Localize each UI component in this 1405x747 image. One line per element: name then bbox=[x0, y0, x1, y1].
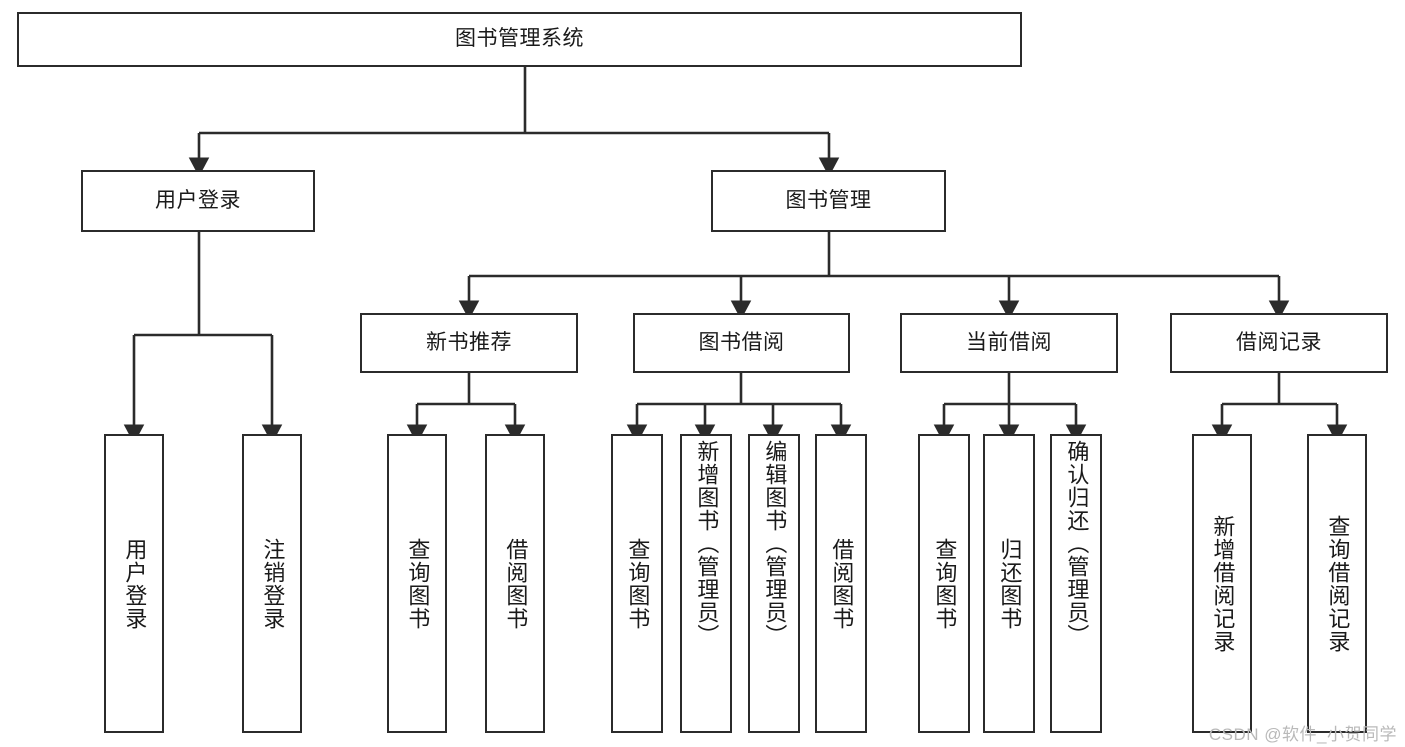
leaf-label: 查询图书 bbox=[625, 537, 651, 630]
leaf-current-borrow-confirm-return-admin[interactable]: 确认归还（管理员） bbox=[1050, 434, 1102, 733]
leaf-label: 编辑图书（管理员） bbox=[762, 440, 788, 647]
leaf-label: 新增图书（管理员） bbox=[694, 440, 720, 647]
leaf-label: 查询借阅记录 bbox=[1325, 514, 1351, 653]
node-label: 图书管理 bbox=[785, 188, 872, 212]
leaf-label: 确认归还（管理员） bbox=[1064, 440, 1090, 647]
node-label: 用户登录 bbox=[155, 188, 241, 212]
leaf-new-book-query-book[interactable]: 查询图书 bbox=[387, 434, 447, 733]
node-current-borrow[interactable]: 当前借阅 bbox=[900, 313, 1118, 373]
leaf-label: 归还图书 bbox=[997, 537, 1023, 630]
node-book-management[interactable]: 图书管理 bbox=[711, 170, 946, 232]
leaf-user-login-logout[interactable]: 注销登录 bbox=[242, 434, 302, 733]
leaf-label: 查询图书 bbox=[932, 537, 958, 630]
leaf-new-book-borrow-book[interactable]: 借阅图书 bbox=[485, 434, 545, 733]
leaf-label: 查询图书 bbox=[405, 537, 431, 630]
node-label: 图书借阅 bbox=[698, 330, 785, 354]
leaf-current-borrow-return-book[interactable]: 归还图书 bbox=[983, 434, 1035, 733]
leaf-user-login-login[interactable]: 用户登录 bbox=[104, 434, 164, 733]
node-root-book-management-system[interactable]: 图书管理系统 bbox=[17, 12, 1022, 67]
node-borrow-record[interactable]: 借阅记录 bbox=[1170, 313, 1388, 373]
leaf-book-borrow-query-book[interactable]: 查询图书 bbox=[611, 434, 663, 733]
node-user-login[interactable]: 用户登录 bbox=[81, 170, 315, 232]
leaf-borrow-record-add-record[interactable]: 新增借阅记录 bbox=[1192, 434, 1252, 733]
node-new-book-recommend[interactable]: 新书推荐 bbox=[360, 313, 578, 373]
leaf-book-borrow-borrow-book[interactable]: 借阅图书 bbox=[815, 434, 867, 733]
leaf-current-borrow-query-book[interactable]: 查询图书 bbox=[918, 434, 970, 733]
leaf-label: 借阅图书 bbox=[503, 537, 529, 630]
node-label: 借阅记录 bbox=[1236, 330, 1322, 354]
leaf-book-borrow-edit-book-admin[interactable]: 编辑图书（管理员） bbox=[748, 434, 800, 733]
leaf-book-borrow-add-book-admin[interactable]: 新增图书（管理员） bbox=[680, 434, 732, 733]
leaf-borrow-record-query-record[interactable]: 查询借阅记录 bbox=[1307, 434, 1367, 733]
leaf-label: 用户登录 bbox=[122, 537, 148, 630]
node-label: 图书管理系统 bbox=[455, 27, 584, 51]
node-book-borrow[interactable]: 图书借阅 bbox=[633, 313, 850, 373]
leaf-label: 注销登录 bbox=[260, 537, 286, 630]
node-label: 当前借阅 bbox=[966, 330, 1052, 354]
watermark-text: CSDN @软件_小贺同学 bbox=[1208, 725, 1397, 744]
leaf-label: 新增借阅记录 bbox=[1210, 514, 1236, 653]
leaf-label: 借阅图书 bbox=[829, 537, 855, 630]
node-label: 新书推荐 bbox=[426, 330, 512, 354]
